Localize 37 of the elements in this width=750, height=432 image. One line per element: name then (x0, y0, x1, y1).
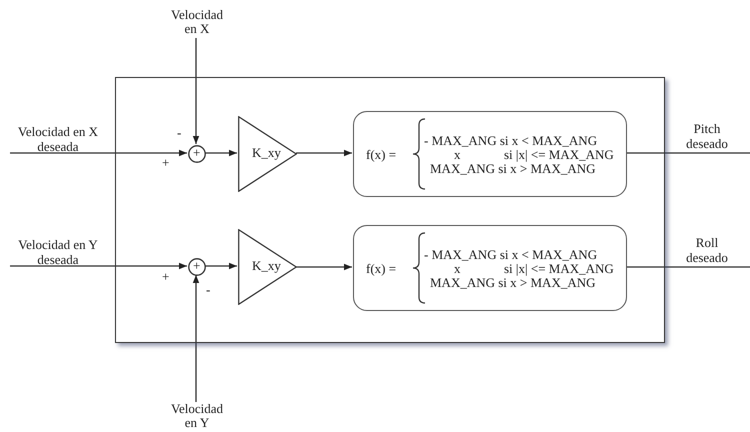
signal-label: Roll deseado (685, 235, 729, 265)
arrow (205, 262, 237, 270)
function-case: - MAX_ANG si x < MAX_ANG (424, 134, 598, 148)
arrow (296, 264, 352, 270)
function-case: x (454, 148, 460, 162)
signal-label: Velocidad en X (170, 8, 224, 36)
sign-label: - (206, 283, 210, 297)
system-box (115, 77, 665, 343)
function-case: MAX_ANG si x > MAX_ANG (430, 162, 596, 176)
connector-line (626, 266, 750, 268)
function-name: f(x) = (366, 262, 396, 276)
sum-sign: + (193, 259, 200, 273)
function-box (353, 225, 627, 311)
sign-label: + (162, 270, 170, 284)
sum-sign: + (193, 146, 200, 160)
arrow (192, 38, 200, 144)
signal-label: Velocidad en X deseada (16, 124, 100, 154)
function-case: x (454, 262, 460, 276)
arrow (10, 262, 187, 270)
gain-label: K_xy (252, 259, 281, 273)
arrow (296, 150, 352, 156)
function-case: MAX_ANG si x > MAX_ANG (430, 276, 596, 290)
gain-label: K_xy (252, 146, 281, 160)
arrow (192, 275, 200, 402)
signal-label: Velocidad en Y (170, 402, 224, 430)
arrow (10, 150, 187, 156)
arrow (205, 150, 237, 156)
function-name: f(x) = (366, 148, 396, 162)
function-box (353, 111, 627, 197)
connector-line (626, 152, 750, 154)
signal-label: Pitch deseado (685, 121, 729, 151)
sign-label: - (177, 126, 182, 140)
sign-label: + (162, 156, 170, 170)
signal-label: Velocidad en Y deseada (17, 237, 99, 267)
function-case: si |x| <= MAX_ANG (504, 262, 614, 276)
function-case: si |x| <= MAX_ANG (504, 148, 614, 162)
function-case: - MAX_ANG si x < MAX_ANG (424, 248, 598, 262)
